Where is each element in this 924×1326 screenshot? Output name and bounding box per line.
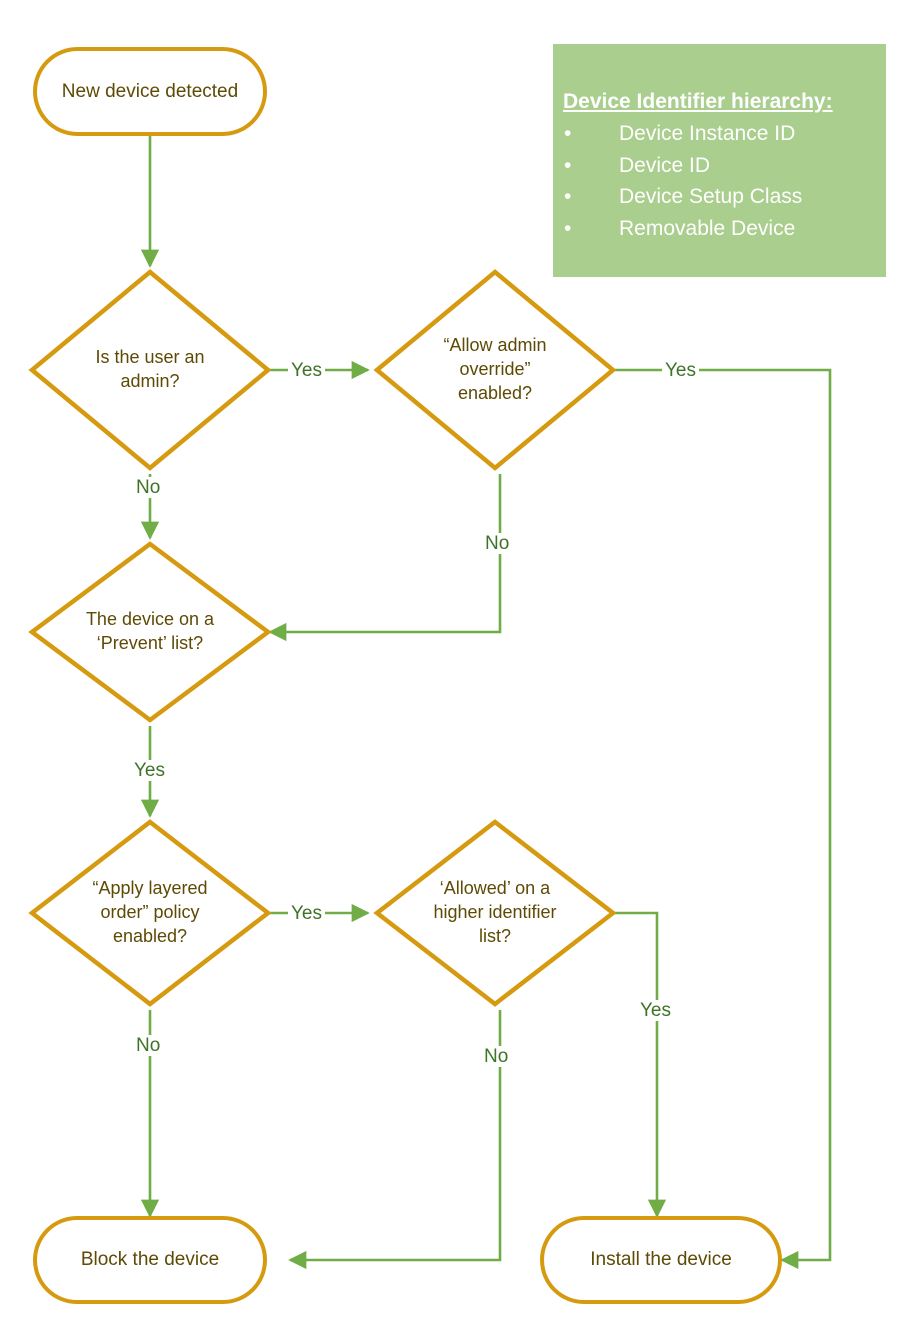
- node-label-line: ‘Prevent’ list?: [96, 633, 204, 653]
- bullet-icon: •: [564, 153, 572, 177]
- node-label: Install the device: [590, 1249, 732, 1271]
- bullet-icon: •: [564, 122, 572, 146]
- legend-title: Device Identifier hierarchy:: [563, 90, 833, 113]
- node-label-line: enabled?: [112, 925, 188, 946]
- edge-label-admin-override-yes: Yes: [662, 360, 699, 381]
- node-decision-allowed-higher-identifier[interactable]: ‘Allowed’ on a higher identifier list?: [377, 822, 613, 1004]
- legend-list: • Device Instance ID • Device ID • Devic…: [553, 118, 886, 244]
- edge-label-higher-identifier-yes: Yes: [637, 1000, 674, 1021]
- edge-label-admin-override-no: No: [482, 533, 513, 554]
- legend-item: • Removable Device: [553, 213, 886, 245]
- edge-label-layered-order-yes: Yes: [288, 903, 325, 924]
- legend-item-label: Device ID: [619, 153, 711, 177]
- legend-item: • Device Instance ID: [553, 118, 886, 150]
- node-label-group: “Allow admin override” enabled?: [377, 272, 613, 468]
- node-label-group: ‘Allowed’ on a higher identifier list?: [377, 822, 613, 1004]
- decision-shape-is-admin: [28, 269, 272, 471]
- node-decision-apply-layered-order[interactable]: “Apply layered order” policy enabled?: [32, 822, 268, 1004]
- node-label-group: Is the user an admin?: [32, 272, 268, 468]
- edge-label-layered-order-no: No: [133, 1035, 164, 1056]
- node-decision-prevent-list[interactable]: The device on a ‘Prevent’ list?: [32, 544, 268, 720]
- node-decision-is-admin[interactable]: Is the user an admin?: [32, 272, 268, 468]
- decision-shape-prevent-list: [28, 541, 272, 723]
- connector-higher-identifier-no-to-block: [288, 1010, 502, 1270]
- node-label-line: higher identifier: [433, 902, 557, 923]
- bullet-icon: •: [564, 216, 572, 240]
- decision-shape-admin-override: [373, 269, 617, 471]
- legend-item: • Device Setup Class: [553, 181, 886, 213]
- bullet-icon: •: [564, 185, 572, 209]
- edge-label-is-admin-yes: Yes: [288, 360, 325, 381]
- decision-shape-layered-order: [28, 819, 272, 1007]
- node-install-the-device[interactable]: Install the device: [540, 1216, 782, 1304]
- node-label-line: “Apply layered: [92, 878, 208, 899]
- node-label-line: “Allow admin: [443, 335, 547, 356]
- legend-item-label: Device Setup Class: [619, 185, 803, 209]
- node-label-line: Is the user an: [95, 347, 205, 368]
- legend-item: • Device ID: [553, 150, 886, 182]
- edge-label-prevent-list-yes: Yes: [131, 760, 168, 781]
- node-decision-allow-admin-override[interactable]: “Allow admin override” enabled?: [377, 272, 613, 468]
- node-label-line: The device on a: [85, 609, 215, 630]
- decision-shape-higher-identifier: [373, 819, 617, 1007]
- node-block-the-device[interactable]: Block the device: [33, 1216, 267, 1304]
- node-label-line: admin?: [120, 371, 180, 391]
- legend-item-label: Removable Device: [619, 216, 796, 240]
- node-label-line: enabled?: [457, 382, 533, 403]
- connector-admin-override-no-to-prevent-list: [268, 474, 502, 642]
- node-label-line: list?: [478, 925, 511, 946]
- node-label: Block the device: [80, 1249, 220, 1271]
- connector-higher-identifier-yes-to-install: [610, 911, 667, 1218]
- node-label-group: The device on a ‘Prevent’ list?: [32, 544, 268, 720]
- edge-label-is-admin-no: No: [133, 477, 164, 498]
- node-start-new-device-detected[interactable]: New device detected: [33, 47, 267, 136]
- legend-device-identifier-hierarchy: Device Identifier hierarchy: • Device In…: [553, 44, 886, 277]
- node-label-line: override”: [459, 359, 531, 380]
- connector-admin-override-yes-to-install: [610, 368, 832, 1270]
- node-label-group: “Apply layered order” policy enabled?: [32, 822, 268, 1004]
- node-label: New device detected: [61, 80, 239, 102]
- node-label-line: order” policy: [100, 902, 200, 923]
- legend-item-label: Device Instance ID: [619, 122, 796, 146]
- edge-label-higher-identifier-no: No: [481, 1046, 512, 1067]
- node-label-line: ‘Allowed’ on a: [439, 878, 551, 899]
